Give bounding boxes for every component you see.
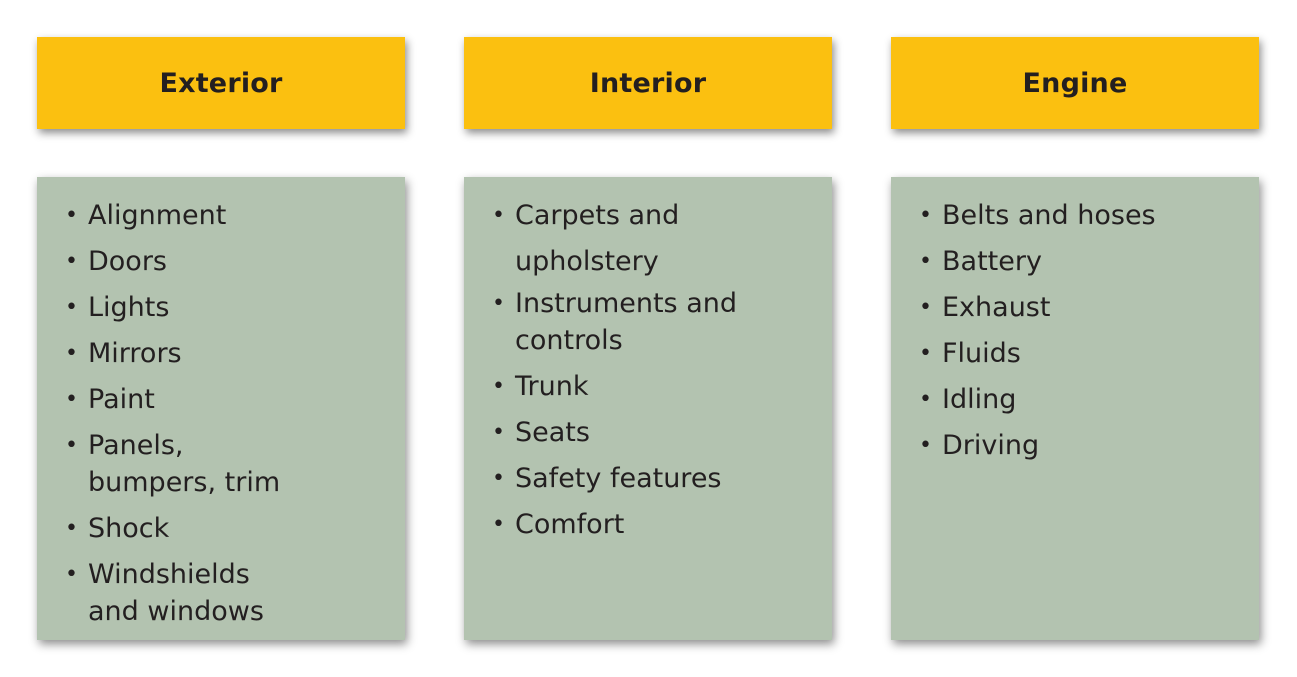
- item-list-engine: • Belts and hoses • Battery • Exhaust • Flui…: [919, 197, 1247, 464]
- bullet-icon: •: [492, 512, 505, 537]
- header-box-exterior: Exterior: [37, 37, 405, 129]
- header-box-interior: Interior: [464, 37, 832, 129]
- list-item: • Paint: [65, 381, 393, 418]
- list-item: • Trunk: [492, 368, 820, 405]
- bullet-icon: •: [492, 203, 505, 228]
- list-item: • Exhaust: [919, 289, 1247, 326]
- item-list-interior: • Carpets and upholstery • Instruments and…: [492, 193, 820, 543]
- bullet-icon: •: [919, 387, 932, 412]
- bullet-icon: •: [65, 516, 78, 541]
- item-list-exterior: • Alignment • Doors • Lights • Mirrors • Pain…: [65, 197, 393, 630]
- list-item: • Instruments and controls: [492, 285, 755, 359]
- item-text: Belts and hoses: [942, 200, 1156, 231]
- item-text: Trunk: [515, 371, 589, 402]
- item-text: Exhaust: [942, 292, 1051, 323]
- item-text: Instruments and controls: [515, 288, 737, 356]
- list-item: • Doors: [65, 243, 393, 280]
- column-exterior: Exterior • Alignment • Doors • Lights • Mirr…: [37, 37, 405, 640]
- bullet-icon: •: [492, 374, 505, 399]
- list-item: • Panels, bumpers, trim: [65, 427, 318, 501]
- bullet-icon: •: [65, 295, 78, 320]
- item-text: Idling: [942, 384, 1017, 415]
- item-text: Fluids: [942, 338, 1021, 369]
- list-item: • Battery: [919, 243, 1247, 280]
- bullet-icon: •: [65, 249, 78, 274]
- bullet-icon: •: [492, 466, 505, 491]
- bullet-icon: •: [492, 420, 505, 445]
- bullet-icon: •: [65, 387, 78, 412]
- bullet-icon: •: [919, 433, 932, 458]
- item-text: Comfort: [515, 509, 625, 540]
- item-text: Driving: [942, 430, 1040, 461]
- card-interior: • Carpets and upholstery • Instruments and…: [464, 177, 832, 640]
- header-title-interior: Interior: [589, 67, 707, 99]
- header-title-engine: Engine: [1022, 67, 1128, 99]
- list-item: • Seats: [492, 414, 820, 451]
- item-text: Paint: [88, 384, 155, 415]
- item-text: Seats: [515, 417, 590, 448]
- bullet-icon: •: [919, 295, 932, 320]
- header-box-engine: Engine: [891, 37, 1259, 129]
- card-exterior: • Alignment • Doors • Lights • Mirrors • Pain…: [37, 177, 405, 640]
- item-text: Safety features: [515, 463, 722, 494]
- item-text: Battery: [942, 246, 1042, 277]
- item-text: Alignment: [88, 200, 227, 231]
- list-item: • Safety features: [492, 460, 820, 497]
- list-item: • Mirrors: [65, 335, 393, 372]
- item-text: Lights: [88, 292, 170, 323]
- header-title-exterior: Exterior: [159, 67, 283, 99]
- item-text: Carpets and upholstery: [515, 200, 680, 277]
- list-item: • Carpets and upholstery: [492, 193, 715, 285]
- item-text: Windshields and windows: [88, 559, 264, 627]
- list-item: • Driving: [919, 427, 1247, 464]
- item-text: Doors: [88, 246, 167, 277]
- bullet-icon: •: [919, 203, 932, 228]
- bullet-icon: •: [919, 249, 932, 274]
- list-item: • Belts and hoses: [919, 197, 1247, 234]
- item-text: Mirrors: [88, 338, 182, 369]
- item-text: Shock: [88, 513, 170, 544]
- list-item: • Alignment: [65, 197, 393, 234]
- bullet-icon: •: [919, 341, 932, 366]
- list-item: • Lights: [65, 289, 393, 326]
- bullet-icon: •: [65, 341, 78, 366]
- bullet-icon: •: [65, 203, 78, 228]
- bullet-icon: •: [65, 562, 78, 587]
- bullet-icon: •: [65, 433, 78, 458]
- card-engine: • Belts and hoses • Battery • Exhaust • Flui…: [891, 177, 1259, 640]
- column-engine: Engine • Belts and hoses • Battery • Exhaus…: [891, 37, 1259, 640]
- list-item: • Shock: [65, 510, 393, 547]
- item-text: Panels, bumpers, trim: [88, 430, 281, 498]
- list-item: • Comfort: [492, 506, 820, 543]
- column-interior: Interior • Carpets and upholstery • Instru…: [464, 37, 832, 640]
- list-item: • Idling: [919, 381, 1247, 418]
- list-item: • Windshields and windows: [65, 556, 288, 630]
- bullet-icon: •: [492, 291, 505, 316]
- list-item: • Fluids: [919, 335, 1247, 372]
